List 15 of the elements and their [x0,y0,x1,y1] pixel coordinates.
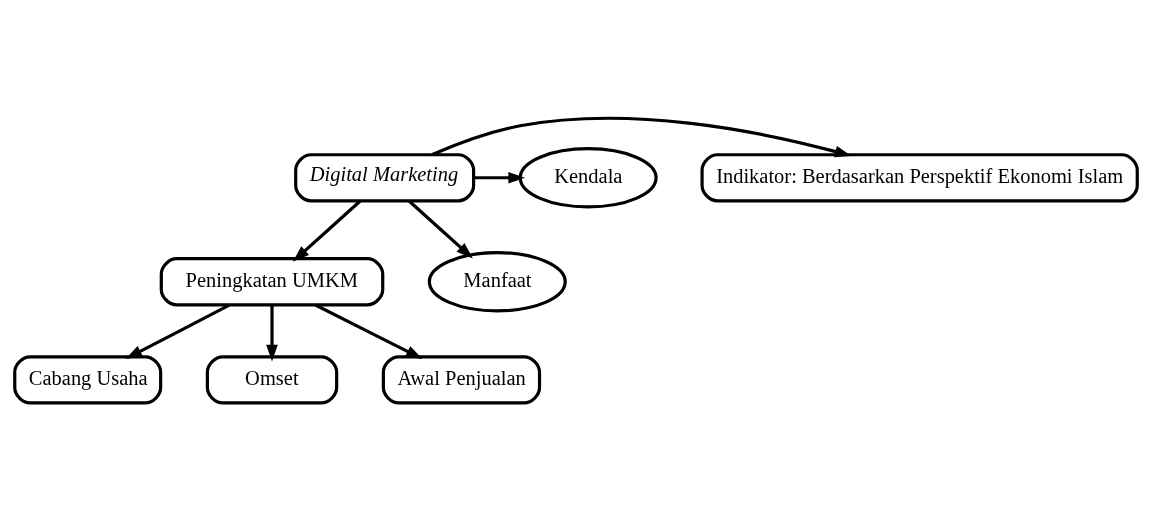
arrow [408,199,473,259]
node-ellipse: Kendala [518,147,658,209]
arrow [292,199,362,262]
node-box: Awal Penjualan [381,355,542,405]
arrow [314,303,423,359]
arrow [473,171,526,184]
node-ellipse: Manfaat [427,251,567,313]
node-box: Omset [205,355,339,405]
arrow [266,305,278,362]
arrow [431,116,852,158]
arrow [125,303,231,359]
node-box: Peningkatan UMKM [159,257,385,307]
node-box: Indikator: Berdasarkan Perspektif Ekonomi Islam [700,153,1139,203]
node-box: Cabang Usaha [13,355,163,405]
node-box: Digital Marketing [294,153,476,203]
